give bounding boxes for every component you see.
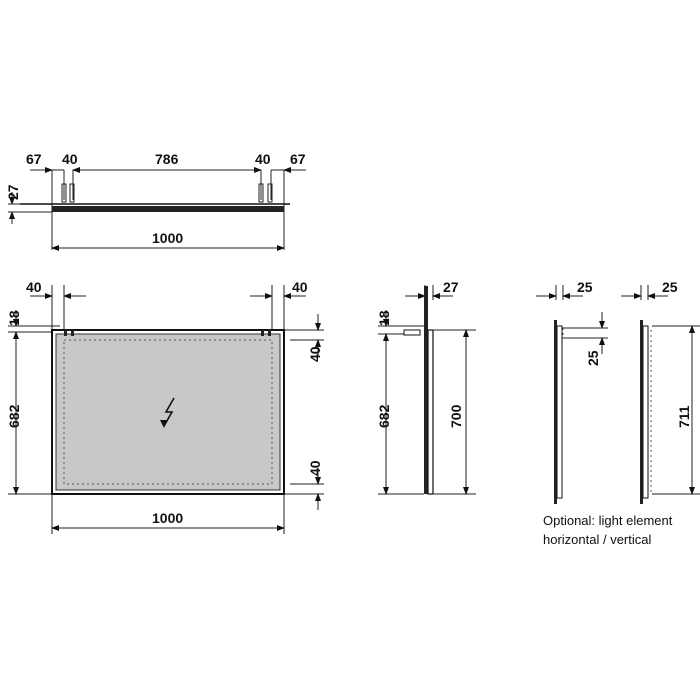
side-dim-total-height: 700 bbox=[448, 404, 464, 428]
light-v-dim-depth: 25 bbox=[662, 279, 678, 295]
mirror-top-profile bbox=[52, 206, 284, 212]
top-dim-width: 1000 bbox=[152, 230, 183, 246]
side-panel-back bbox=[424, 286, 428, 494]
light-v-panel bbox=[642, 325, 649, 499]
hanger-left-a bbox=[61, 183, 67, 203]
mirror-light-frame bbox=[63, 339, 273, 485]
front-dim-left: 40 bbox=[26, 279, 42, 295]
light-horizontal-view: 25 25 bbox=[536, 279, 608, 504]
electric-connection-icon bbox=[160, 397, 175, 428]
front-dim-top-inset: 40 bbox=[307, 346, 323, 362]
front-dim-width: 1000 bbox=[152, 510, 183, 526]
light-vertical-view: 25 711 bbox=[621, 279, 700, 504]
hanger-right-b bbox=[267, 183, 273, 203]
light-h-dim-height: 25 bbox=[585, 350, 601, 366]
front-dim-right: 40 bbox=[292, 279, 308, 295]
side-dim-depth: 27 bbox=[443, 279, 459, 295]
top-view: 67 40 786 40 67 27 1000 bbox=[5, 151, 306, 251]
front-dim-bottom-inset: 40 bbox=[307, 460, 323, 476]
front-dim-height: 682 bbox=[6, 404, 22, 428]
mirror-front bbox=[51, 329, 285, 495]
side-hanger bbox=[403, 329, 421, 336]
top-dim-right-hole: 40 bbox=[255, 151, 271, 167]
light-h-back bbox=[554, 320, 557, 504]
light-h-panel bbox=[556, 325, 563, 499]
side-dim-top-offset: 18 bbox=[376, 310, 392, 326]
side-panel-front bbox=[427, 329, 434, 495]
top-dim-left-hole: 40 bbox=[62, 151, 78, 167]
top-dim-thickness: 27 bbox=[5, 184, 21, 200]
top-dim-left-edge: 67 bbox=[26, 151, 42, 167]
note-line-1: Optional: light element bbox=[543, 513, 673, 528]
hanger-left-b bbox=[69, 183, 75, 203]
light-v-back bbox=[640, 320, 643, 504]
light-h-dim-depth: 25 bbox=[577, 279, 593, 295]
front-dim-top-offset: 18 bbox=[6, 310, 22, 326]
hanger-right-a bbox=[258, 183, 264, 203]
side-dim-height: 682 bbox=[376, 404, 392, 428]
front-view: 40 40 18 682 40 bbox=[6, 279, 324, 534]
side-view: 27 18 682 700 bbox=[376, 279, 476, 495]
light-v-dim-height: 711 bbox=[676, 405, 692, 428]
note-line-2: horizontal / vertical bbox=[543, 532, 651, 547]
top-dim-right-edge: 67 bbox=[290, 151, 306, 167]
top-dim-between: 786 bbox=[155, 151, 179, 167]
